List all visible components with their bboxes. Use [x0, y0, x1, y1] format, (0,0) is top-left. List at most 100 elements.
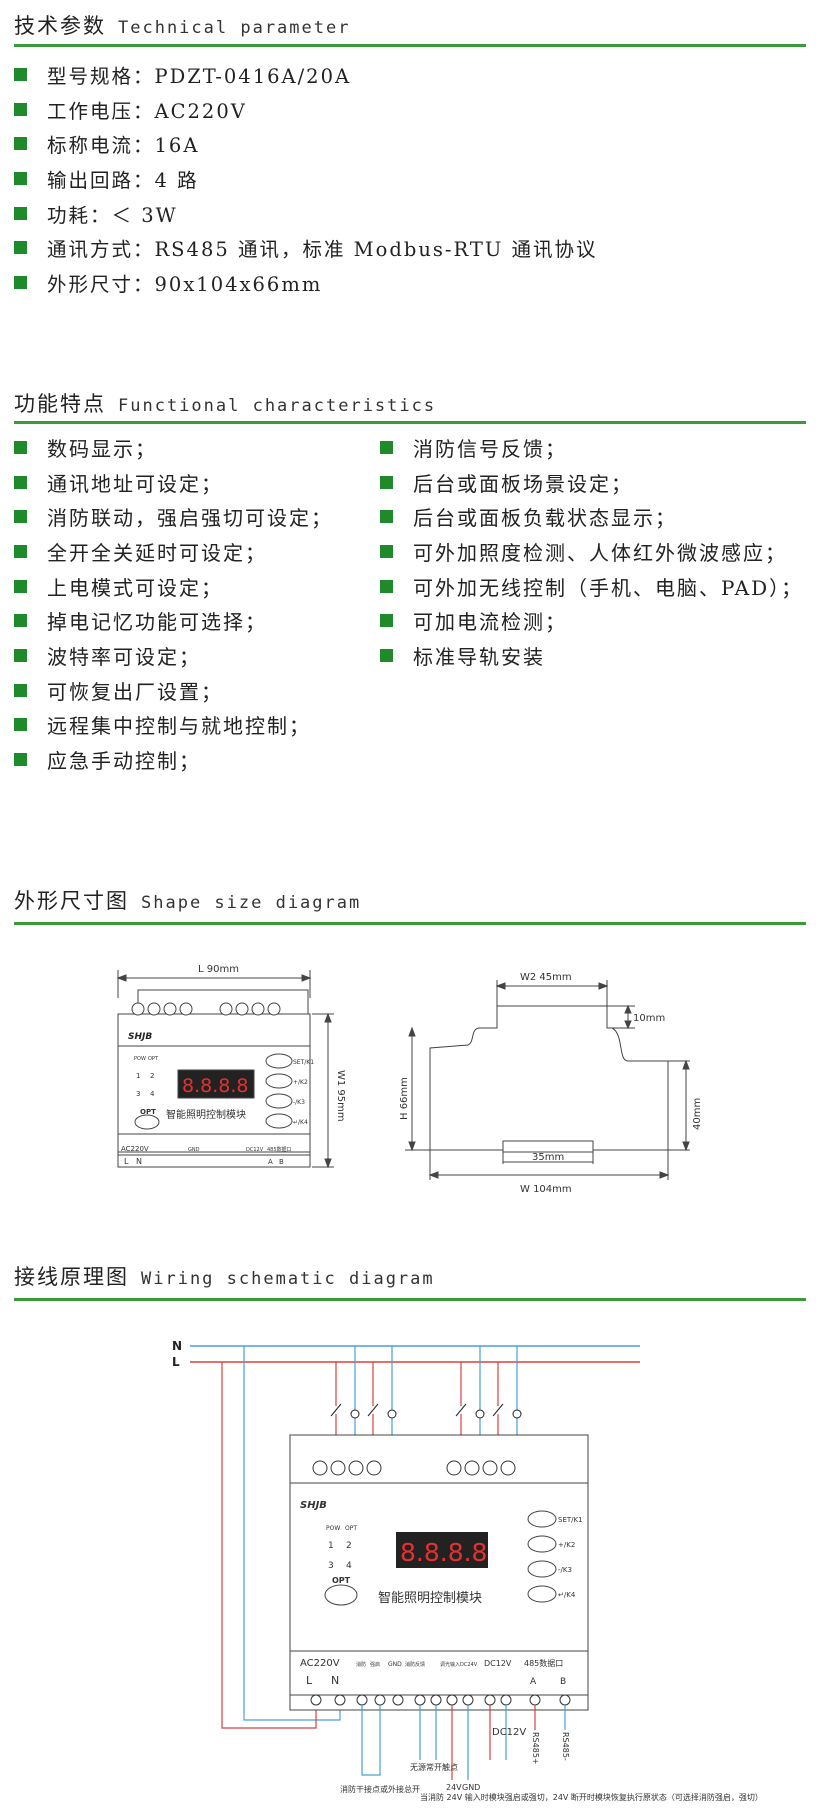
svg-text:AC220V: AC220V — [300, 1658, 340, 1669]
svg-text:强启: 强启 — [370, 1661, 380, 1668]
svg-text:L: L — [306, 1674, 313, 1687]
list-item: 通讯方式：RS485 通讯，标准 Modbus-RTU 通讯协议 — [14, 230, 597, 265]
svg-text:↵/K4: ↵/K4 — [293, 1119, 308, 1126]
opt-label: OPT — [332, 1576, 351, 1585]
svg-text:A: A — [530, 1677, 537, 1687]
svg-text:485数据口: 485数据口 — [267, 1146, 292, 1153]
features-left-list: 数码显示； 通讯地址可设定； 消防联动，强启强切可设定； 全开全关延时可设定； … — [14, 430, 333, 777]
bullet-icon — [380, 510, 393, 524]
list-item: 后台或面板负载状态显示； — [380, 499, 803, 534]
dim-w-label: W 104mm — [520, 1184, 572, 1195]
brand-logo: SHJB — [300, 1500, 327, 1511]
dry-contact-label: 无源常开触点 — [410, 1762, 458, 1772]
list-item: 掉电记忆功能可选择； — [14, 603, 333, 638]
opt-small-label: OPT — [148, 1056, 159, 1062]
side-view — [405, 980, 690, 1180]
bullet-icon — [14, 718, 27, 732]
segment-display: 8.8.8.8 — [400, 1538, 487, 1567]
bullet-icon — [14, 137, 27, 151]
list-item: 全开全关延时可设定； — [14, 534, 333, 569]
list-item: 应急手动控制； — [14, 742, 333, 777]
technical-title-en: Technical parameter — [118, 18, 351, 38]
features-right-list: 消防信号反馈； 后台或面板场景设定； 后台或面板负载状态显示； 可外加照度检测、… — [380, 430, 803, 673]
bullet-icon — [14, 683, 27, 697]
dim-top-label: 10mm — [633, 1013, 665, 1024]
front-view — [116, 970, 334, 1169]
dim-w2-label: W2 45mm — [520, 972, 572, 983]
dim-width-label: L 90mm — [198, 964, 239, 975]
wiring-diagram: N L SHJB 8.8.8.8 — [172, 1339, 763, 1802]
svg-text:A: A — [268, 1158, 273, 1166]
svg-text:2: 2 — [346, 1541, 352, 1551]
list-item: 消防信号反馈； — [380, 430, 803, 465]
bullet-icon — [380, 475, 393, 489]
opt-small-label: OPT — [345, 1525, 357, 1532]
list-item: 远程集中控制与就地控制； — [14, 708, 333, 743]
rs485-minus-label: RS485- — [561, 1732, 570, 1761]
svg-text:N: N — [331, 1674, 339, 1687]
24v-label: 24V — [446, 1783, 462, 1792]
bullet-icon — [14, 510, 27, 524]
bullet-icon — [380, 579, 393, 593]
svg-text:4: 4 — [346, 1561, 352, 1571]
list-item: 波特率可设定； — [14, 638, 333, 673]
list-item: 可外加照度检测、人体红外微波感应； — [380, 534, 803, 569]
svg-text:+/K2: +/K2 — [293, 1079, 308, 1086]
pow-label: POW — [326, 1525, 340, 1532]
svg-text:-/K3: -/K3 — [558, 1566, 572, 1574]
opt-label: OPT — [140, 1108, 156, 1116]
svg-text:B: B — [560, 1677, 566, 1687]
line-l-label: L — [172, 1355, 180, 1369]
svg-text:GND: GND — [188, 1147, 200, 1153]
fire-contact-label: 消防干接点或外接总开 — [340, 1784, 420, 1794]
svg-text:SET/K1: SET/K1 — [293, 1059, 314, 1066]
dim-h-label: H 66mm — [399, 1077, 410, 1120]
list-item: 数码显示； — [14, 430, 333, 465]
svg-text:DC12V: DC12V — [246, 1147, 264, 1153]
svg-text:2: 2 — [150, 1072, 154, 1080]
technical-title-cn: 技术参数 — [14, 14, 106, 38]
bullet-icon — [14, 753, 27, 767]
list-item: 标称电流：16A — [14, 126, 597, 161]
svg-text:1: 1 — [328, 1541, 334, 1551]
bullet-icon — [380, 614, 393, 628]
bullet-icon — [14, 275, 27, 289]
technical-title: 技术参数 Technical parameter — [14, 10, 350, 40]
bullet-icon — [380, 544, 393, 558]
svg-text:GND: GND — [388, 1661, 402, 1668]
bullet-icon — [14, 544, 27, 558]
bullet-icon — [14, 171, 27, 185]
list-item: 上电模式可设定； — [14, 569, 333, 604]
dim-rail-label: 40mm — [692, 1098, 703, 1130]
brand-logo: SHJB — [128, 1032, 152, 1042]
svg-text:AC220V: AC220V — [121, 1145, 149, 1153]
svg-text:调光输入DC24V: 调光输入DC24V — [440, 1661, 478, 1668]
svg-text:↵/K4: ↵/K4 — [558, 1591, 576, 1599]
bullet-icon — [380, 440, 393, 454]
bullet-icon — [14, 579, 27, 593]
svg-text:N: N — [136, 1157, 142, 1166]
bullet-icon — [14, 241, 27, 255]
svg-text:消防反馈: 消防反馈 — [405, 1661, 425, 1668]
svg-text:3: 3 — [136, 1090, 140, 1098]
module-name: 智能照明控制模块 — [166, 1108, 246, 1121]
svg-text:B: B — [279, 1158, 284, 1166]
svg-text:+/K2: +/K2 — [558, 1541, 575, 1549]
bullet-icon — [14, 440, 27, 454]
list-item: 通讯地址可设定； — [14, 465, 333, 500]
list-item: 功耗：＜ 3W — [14, 196, 597, 231]
list-item: 可加电流检测； — [380, 603, 803, 638]
list-item: 型号规格：PDZT-0416A/20A — [14, 57, 597, 92]
svg-text:4: 4 — [150, 1090, 155, 1098]
pow-label: POW — [134, 1056, 146, 1062]
wiring-rule — [14, 1298, 806, 1301]
bullet-icon — [14, 475, 27, 489]
dc12v-label: DC12V — [492, 1727, 526, 1738]
svg-text:DC12V: DC12V — [484, 1659, 512, 1668]
svg-text:1: 1 — [136, 1072, 140, 1080]
list-item: 可外加无线控制（手机、电脑、PAD）； — [380, 569, 803, 604]
list-item: 后台或面板场景设定； — [380, 465, 803, 500]
dim-height-label: W1 95mm — [335, 1070, 346, 1122]
bullet-icon — [14, 102, 27, 116]
